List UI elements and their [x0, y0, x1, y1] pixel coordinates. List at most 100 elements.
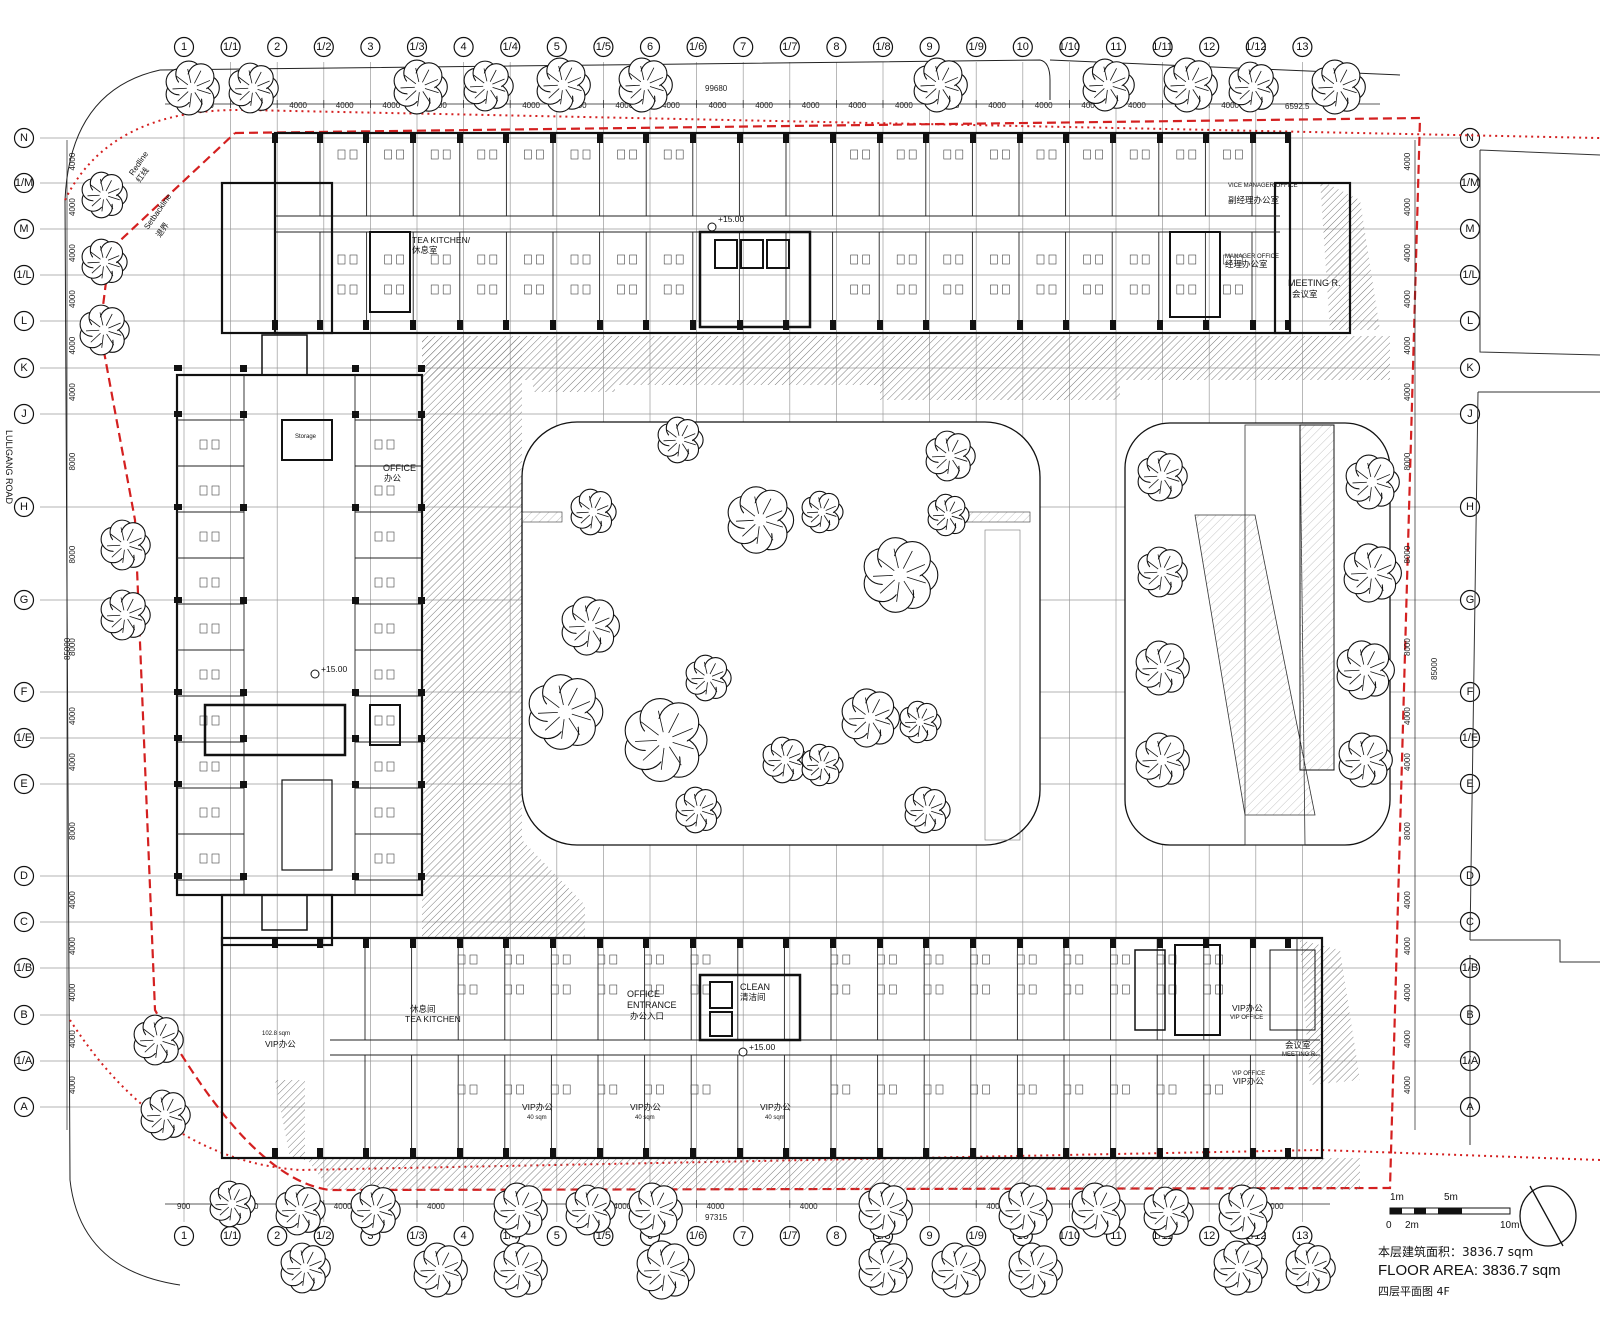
grid-col-label: 2 [274, 41, 280, 53]
grid-bubble-row: B [13, 1004, 35, 1026]
vip-b-label: VIP办公 [630, 1102, 661, 1112]
grid-bubble-row: 1/A [13, 1050, 35, 1072]
neighbor-buildings [1469, 149, 1600, 1145]
vip-right-cn-label: VIP办公 [1232, 1003, 1263, 1013]
east-void-stair [1299, 424, 1335, 771]
grid-bubble-col: 1/9 [966, 36, 987, 58]
grid-bubble-row: L [1459, 310, 1481, 332]
south-core [698, 973, 802, 1042]
columns [174, 133, 1291, 1158]
grid-col-label: 13 [1296, 41, 1308, 53]
grid-bubble-row: K [13, 357, 35, 379]
dim-side-value: 4000 [68, 891, 77, 909]
grid-bubble-col: 1/9 [966, 1225, 987, 1247]
tree-symbol [280, 1242, 331, 1294]
dim-top-total: 99680 [705, 84, 728, 93]
tree-symbol [528, 674, 604, 750]
grid-row-label: G [20, 594, 29, 606]
vip-meeting [1269, 949, 1316, 1031]
west-meeting [281, 779, 333, 871]
dim-side-value: 8000 [68, 545, 77, 563]
grid-bubble-row: J [1459, 403, 1481, 425]
tree-symbol [628, 1182, 683, 1238]
tea-kitchen-bottom-label: TEA KITCHEN [405, 1014, 461, 1024]
tree-symbol [100, 589, 151, 641]
west-wing [175, 181, 424, 947]
tree-symbol [624, 698, 708, 782]
grid-bubble-row: N [1459, 127, 1481, 149]
dim-side-total-right: 85000 [1430, 657, 1439, 680]
grid-bubble-col: 1/11 [1152, 36, 1173, 58]
dim-top-last: 6592.5 [1285, 102, 1310, 111]
scale-1m: 1m [1390, 1192, 1404, 1203]
dim-top-value: 4000 [895, 101, 913, 110]
tree-symbol [1135, 732, 1190, 788]
grid-col-label: 1 [181, 1230, 187, 1242]
grid-bubble-col: 3 [360, 36, 381, 58]
grid-col-label: 1/2 [316, 1230, 331, 1242]
grid-bubble-col: 9 [919, 36, 940, 58]
tree-symbol [925, 430, 976, 482]
grid-col-label: 7 [740, 1230, 746, 1242]
grid-col-label: 1/8 [875, 41, 890, 53]
grid-col-label: 1/3 [409, 1230, 424, 1242]
tree-symbol [81, 238, 128, 286]
dim-top-value: 4000 [662, 101, 680, 110]
room-labels: TEA KITCHEN/ 休息室 VICE MANAGER OFFICE 副经理… [262, 183, 1341, 1121]
tree-symbol [1311, 59, 1366, 115]
grid-row-label: F [21, 686, 28, 698]
grid-row-label: D [20, 870, 28, 882]
dim-side-value: 4000 [68, 198, 77, 216]
grid-row-label: H [1466, 501, 1474, 513]
vip-c-area: 40 sqm [765, 1115, 785, 1121]
grid-bubble-col: 6 [639, 36, 661, 58]
tree-symbol [463, 60, 514, 112]
office-entrance-2-label: ENTRANCE [627, 1000, 677, 1010]
tree-symbol [858, 1240, 913, 1296]
grid-col-label: 12 [1203, 1230, 1215, 1242]
grid-bubble-col: 1/3 [406, 36, 428, 58]
grid-bubble-row: D [1459, 865, 1481, 887]
grid-row-label: 1/M [1461, 177, 1479, 189]
grid-bubble-row: M [1459, 218, 1481, 240]
road-label: LULIGANG ROAD [4, 430, 14, 505]
office-entrance-label: OFFICE [627, 989, 660, 999]
vip-a-label: VIP办公 [522, 1102, 553, 1112]
tree-symbol [536, 57, 591, 113]
grid-bubble-col: 1/2 [313, 1225, 334, 1247]
dim-bottom-value: 4000 [1266, 1202, 1284, 1211]
tree-symbol [79, 304, 130, 356]
dim-top-value: 4000 [802, 101, 820, 110]
dim-side-value: 4000 [1403, 383, 1412, 401]
dim-side-value: 4000 [68, 383, 77, 401]
site-road-edge [64, 69, 181, 1286]
dim-side-value: 4000 [1403, 1030, 1412, 1048]
grid-col-label: 4 [461, 41, 467, 53]
grid-row-label: 1/E [16, 732, 33, 744]
grid-row-label: G [1466, 594, 1475, 606]
grid-bubble-row: G [1459, 589, 1481, 611]
grid-col-label: 1/7 [782, 1230, 797, 1242]
grid-bubble-col: 4 [453, 1225, 474, 1247]
tree-symbol [1163, 57, 1218, 113]
grid-bubble-col: 1/6 [686, 1225, 707, 1247]
grid-bubble-col: 12 [1199, 1225, 1220, 1247]
tree-symbol [209, 1180, 256, 1228]
vip-right2-cn-label: VIP办公 [1233, 1076, 1264, 1086]
grid-col-label: 1/7 [782, 41, 797, 53]
grid-col-label: 1 [181, 41, 187, 53]
grid-bubble-col: 1/7 [779, 1225, 800, 1247]
tree-symbol [685, 654, 732, 702]
dim-side-value: 4000 [1403, 152, 1412, 170]
grid-bubble-col: 4 [453, 36, 474, 58]
site-road-edge-top [159, 59, 1051, 100]
grid-bubble-col: 1/7 [779, 36, 800, 58]
level-markers: +15.00 +15.00 +15.00 [310, 214, 776, 1057]
meeting-bottom-label: MEETING R. [1282, 1052, 1317, 1058]
grid-row-label: K [20, 362, 28, 374]
grid-bubble-row: J [13, 403, 35, 425]
grid-col-label: 1/10 [1059, 1230, 1080, 1242]
grid-row-label: M [1465, 223, 1474, 235]
tree-symbol [1218, 1184, 1273, 1240]
